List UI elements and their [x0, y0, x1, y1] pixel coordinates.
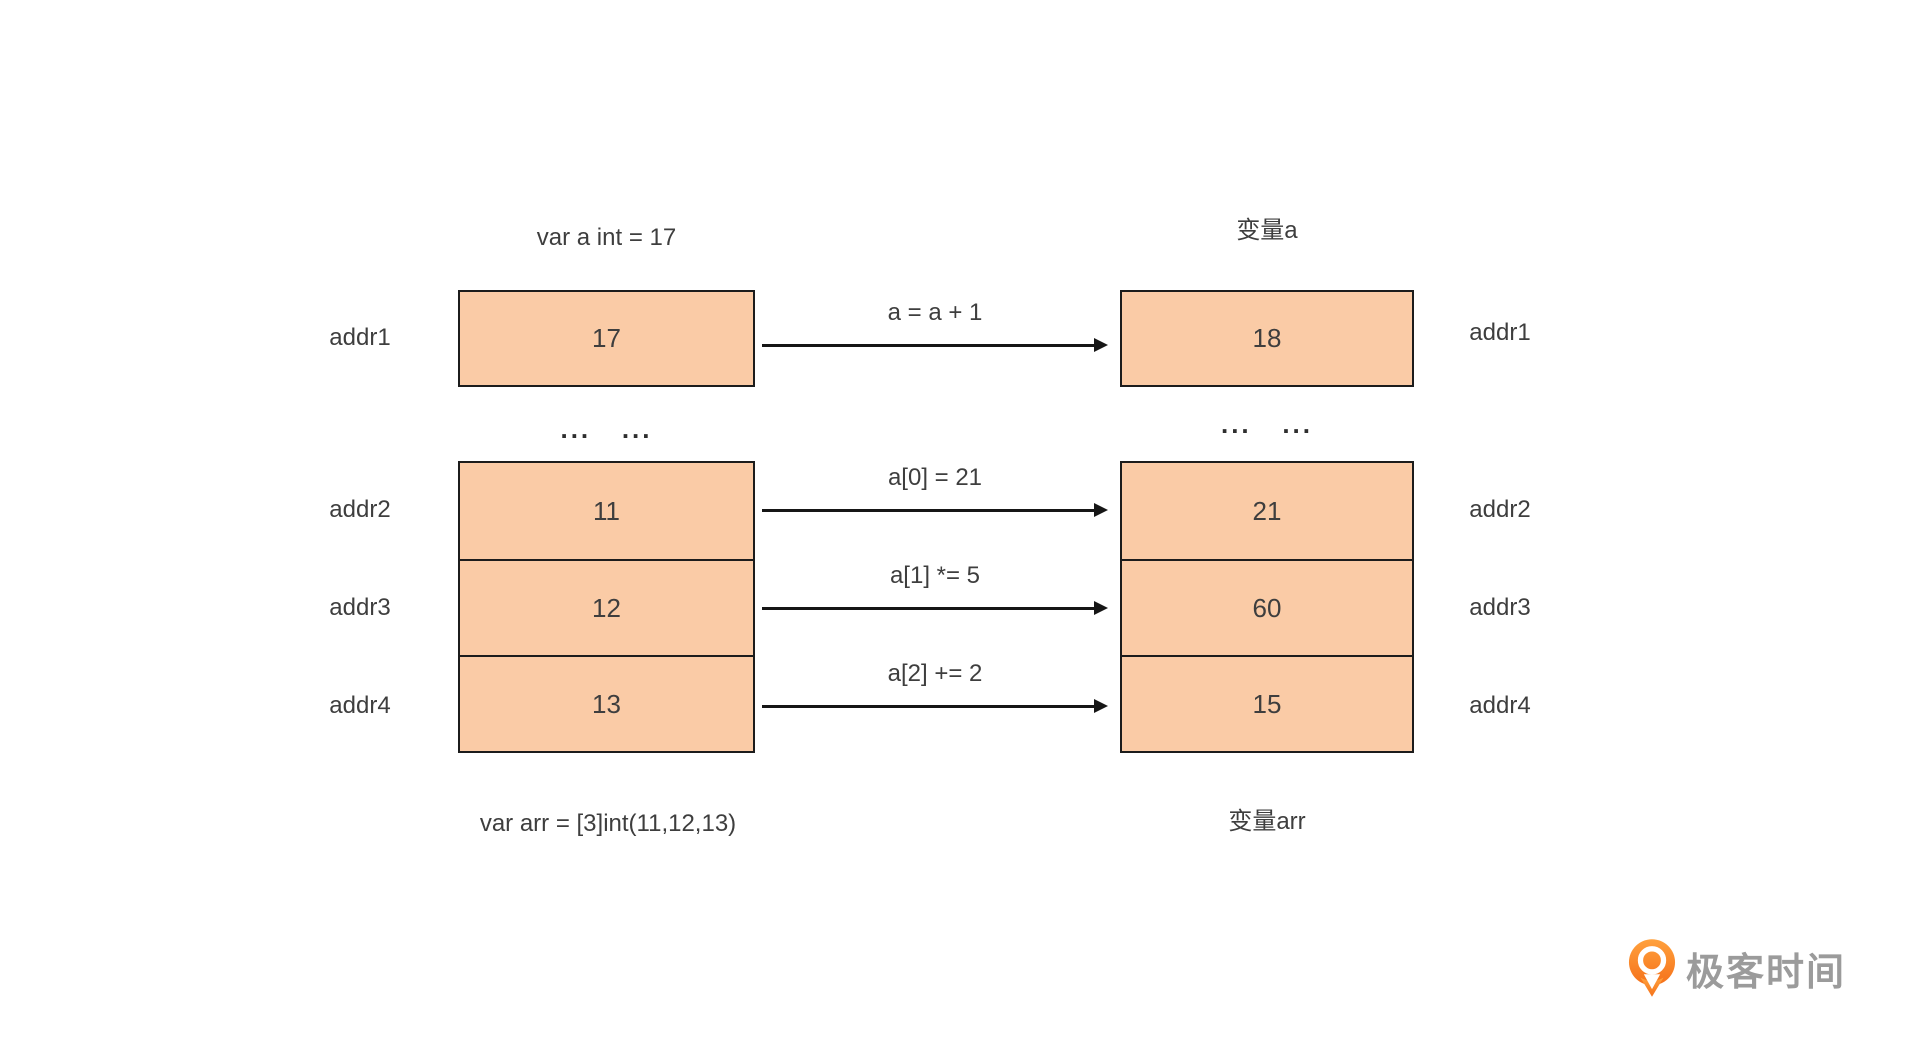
op-label-assign-a: a = a + 1 — [887, 299, 983, 326]
arrow-shaft — [762, 606, 1096, 610]
arrow-right-icon — [762, 601, 1108, 615]
arrowhead-icon — [1094, 699, 1108, 713]
right-memory-cell-addr2: 21 — [1122, 463, 1412, 559]
right-array-stack: 21 60 15 — [1120, 461, 1414, 753]
left-memory-cell-addr2: 11 — [460, 463, 753, 559]
addr-label-left-1: addr1 — [329, 324, 391, 351]
arrow-shaft — [762, 704, 1096, 708]
left-ellipsis: ... ... — [560, 414, 653, 444]
left-memory-cell-addr3: 12 — [460, 559, 753, 655]
cell-value: 21 — [1252, 495, 1282, 526]
arrow-shaft — [762, 343, 1096, 347]
arrow-right-icon — [762, 338, 1108, 352]
right-memory-cell-addr3: 60 — [1122, 559, 1412, 655]
addr-label-right-1: addr1 — [1469, 319, 1531, 346]
arrowhead-icon — [1094, 338, 1108, 352]
right-memory-cell-addr4: 15 — [1122, 655, 1412, 751]
cell-value: 11 — [593, 495, 620, 526]
right-variable-title: 变量a — [1236, 217, 1298, 244]
arrow-shaft — [762, 508, 1096, 512]
cell-value: 12 — [592, 592, 621, 623]
arrowhead-icon — [1094, 503, 1108, 517]
cell-value: 17 — [592, 323, 621, 353]
op-label-multiply-a1: a[1] *= 5 — [889, 562, 981, 589]
op-label-assign-a0: a[0] = 21 — [887, 464, 983, 491]
left-declaration-title: var a int = 17 — [536, 224, 677, 251]
addr-label-right-4: addr4 — [1469, 692, 1531, 719]
arrow-right-icon — [762, 699, 1108, 713]
right-ellipsis: ... ... — [1220, 409, 1313, 439]
addr-label-left-2: addr2 — [329, 496, 391, 523]
cell-value: 60 — [1252, 592, 1282, 623]
cell-value: 18 — [1252, 323, 1282, 353]
arrow-right-icon — [762, 503, 1108, 517]
left-memory-cell-addr1: 17 — [458, 290, 755, 387]
geektime-logo-icon — [1628, 939, 1676, 997]
left-array-stack: 11 12 13 — [458, 461, 755, 753]
op-label-add-a2: a[2] += 2 — [887, 660, 983, 687]
brand-logo: 极客时间 — [1628, 938, 1846, 998]
brand-name: 极客时间 — [1686, 951, 1847, 994]
left-memory-cell-addr4: 13 — [460, 655, 753, 751]
cell-value: 13 — [592, 688, 621, 719]
cell-value: 15 — [1252, 688, 1282, 719]
arrowhead-icon — [1094, 601, 1108, 615]
addr-label-left-3: addr3 — [329, 594, 391, 621]
right-array-variable-caption: 变量arr — [1228, 808, 1306, 835]
addr-label-right-2: addr2 — [1469, 496, 1531, 523]
addr-label-right-3: addr3 — [1469, 594, 1531, 621]
right-memory-cell-addr1: 18 — [1120, 290, 1414, 387]
addr-label-left-4: addr4 — [329, 692, 391, 719]
left-array-declaration-caption: var arr = [3]int(11,12,13) — [479, 810, 737, 837]
